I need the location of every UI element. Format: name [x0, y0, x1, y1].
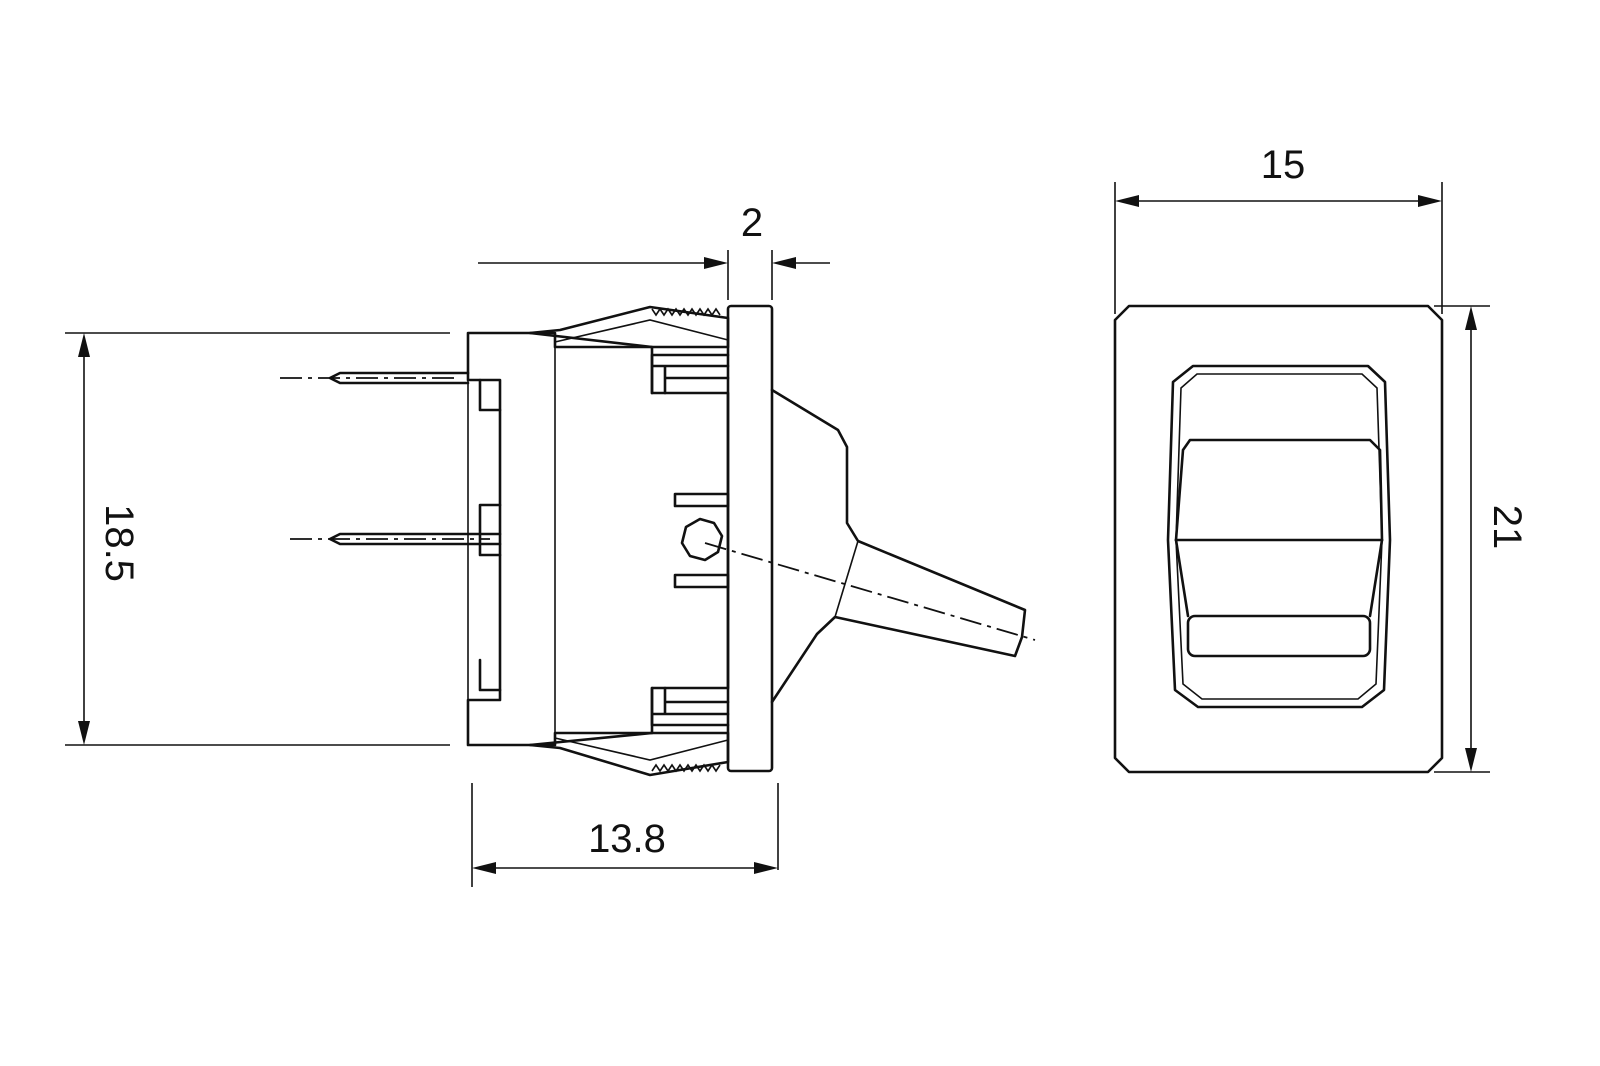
toggle-lever [770, 388, 1027, 704]
dim-body-height-label: 18.5 [97, 504, 141, 582]
dim-body-depth-label: 13.8 [588, 817, 666, 861]
bezel-flange [726, 304, 774, 773]
dim-bezel-width-label: 15 [1261, 143, 1306, 187]
dimension-bezel-height: 21 [1434, 305, 1529, 773]
rocker-inner [1175, 373, 1383, 700]
rocker-outer [1166, 364, 1392, 709]
pivot-point [680, 517, 724, 562]
lower-contacts [650, 686, 730, 727]
front-view: 15 21 [1113, 143, 1529, 774]
switch-body [466, 331, 730, 747]
dimension-body-depth: 13.8 [471, 783, 779, 887]
dim-bezel-height-label: 21 [1485, 505, 1529, 550]
side-view: 2 18.5 13.8 [65, 201, 1036, 887]
upper-contacts [650, 353, 730, 395]
dimension-bezel-width: 15 [1114, 143, 1443, 314]
bezel-frame [1113, 304, 1444, 774]
dim-panel-thickness-label: 2 [741, 201, 763, 245]
rocker-pad [1186, 614, 1372, 658]
dimension-body-height: 18.5 [65, 332, 450, 746]
dimension-panel-thickness: 2 [478, 201, 830, 300]
